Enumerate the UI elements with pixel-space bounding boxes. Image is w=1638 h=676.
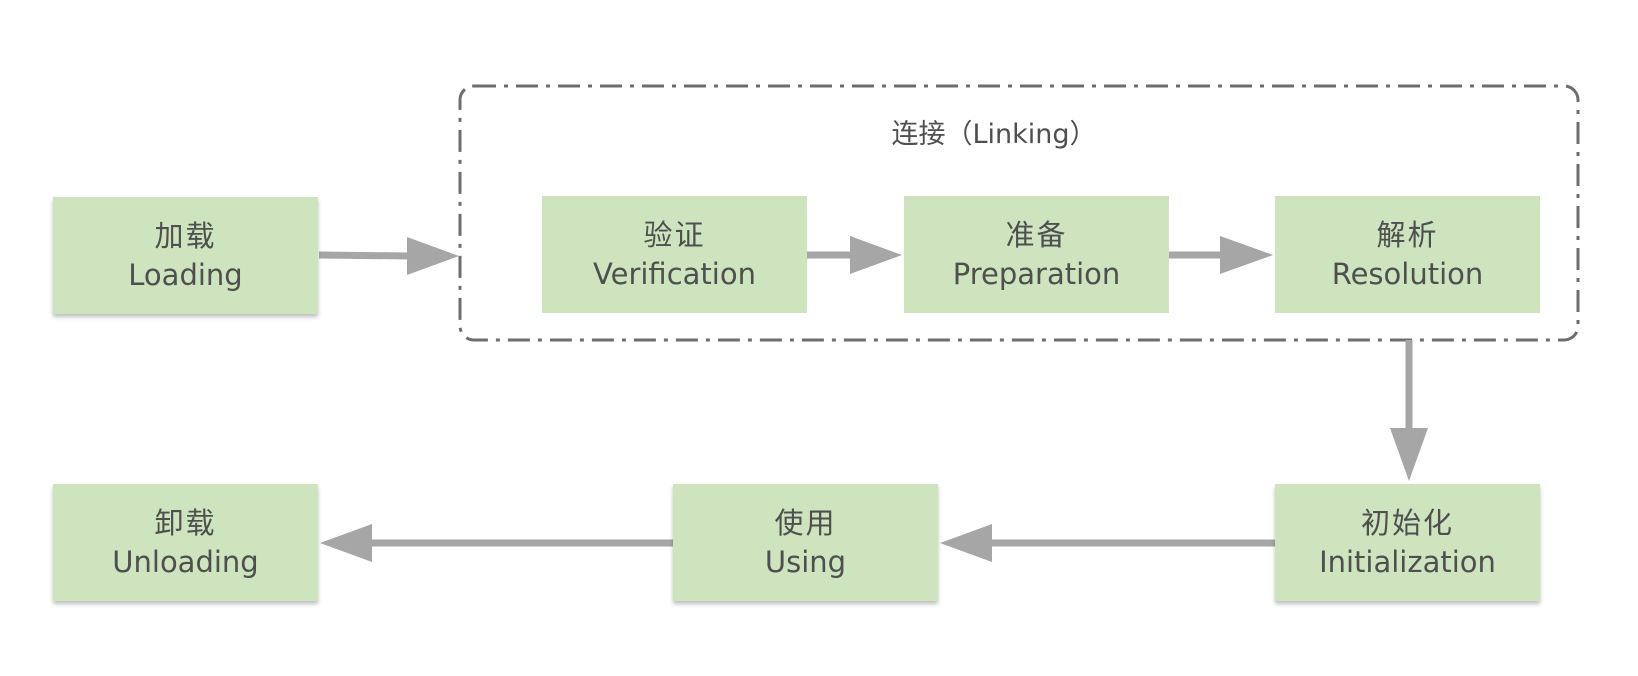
node-unloading-en: Unloading xyxy=(112,544,259,579)
node-unloading: 卸载 Unloading xyxy=(53,484,318,601)
node-using-zh: 使用 xyxy=(774,505,837,540)
node-verification: 验证 Verification xyxy=(542,196,807,313)
node-using: 使用 Using xyxy=(673,484,938,601)
node-preparation: 准备 Preparation xyxy=(904,196,1169,313)
arrow-linking-to-initialization xyxy=(1390,340,1428,481)
node-preparation-zh: 准备 xyxy=(1005,217,1068,252)
node-initialization: 初始化 Initialization xyxy=(1275,484,1540,601)
linking-group-label: 连接（Linking） xyxy=(891,119,1097,150)
node-using-en: Using xyxy=(764,544,847,579)
arrow-preparation-to-resolution xyxy=(1168,236,1273,274)
arrow-using-to-unloading xyxy=(320,524,673,562)
node-loading-zh: 加载 xyxy=(154,218,217,253)
linking-group-border xyxy=(458,84,1580,342)
arrow-loading-to-linking xyxy=(318,237,459,275)
node-resolution-zh: 解析 xyxy=(1376,217,1439,252)
node-loading: 加载 Loading xyxy=(53,197,318,314)
arrow-initialization-to-using xyxy=(940,524,1275,562)
node-preparation-en: Preparation xyxy=(952,256,1121,291)
node-loading-en: Loading xyxy=(128,257,243,292)
node-initialization-zh: 初始化 xyxy=(1360,505,1454,540)
node-resolution-en: Resolution xyxy=(1331,256,1484,291)
node-resolution: 解析 Resolution xyxy=(1275,196,1540,313)
arrow-verification-to-preparation xyxy=(806,236,902,274)
node-unloading-zh: 卸载 xyxy=(154,505,217,540)
node-verification-zh: 验证 xyxy=(643,217,706,252)
node-initialization-en: Initialization xyxy=(1319,544,1496,579)
node-verification-en: Verification xyxy=(593,256,756,291)
